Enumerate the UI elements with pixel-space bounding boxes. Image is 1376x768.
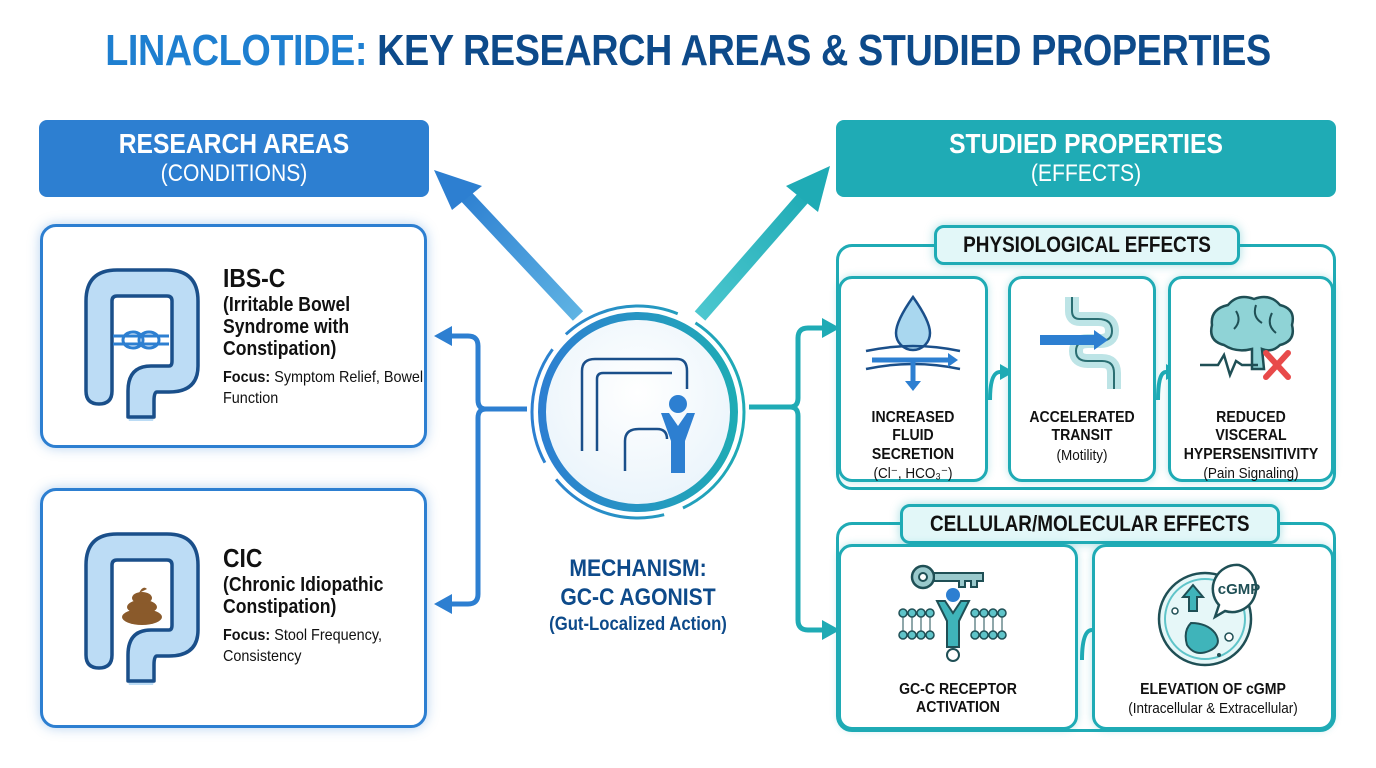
condition-title: CIC (223, 543, 263, 573)
effect-title: ELEVATION OF cGMP (1140, 681, 1286, 698)
cell-cgmp-icon: cGMP (1157, 563, 1261, 667)
effect-title: HYPERSENSITIVITY (1183, 445, 1319, 463)
arrow-to-studied-properties (694, 166, 830, 321)
focus-text: Stool Frequency, Consistency (223, 627, 383, 665)
studied-properties-title: STUDIED PROPERTIES (949, 128, 1223, 159)
effect-title: TRANSIT (1051, 427, 1113, 445)
stool-icon (122, 587, 162, 625)
effect-card-cgmp-elevation: cGMP ELEVATION OF cGMP (Intracellular & … (1092, 544, 1334, 730)
cgmp-bubble: cGMP (1211, 563, 1261, 620)
research-areas-title: RESEARCH AREAS (118, 128, 350, 159)
condition-subtitle: (Irritable Bowel Syndrome with Constipat… (223, 294, 351, 360)
condition-card-cic: CIC (Chronic Idiopathic Constipation) Fo… (40, 488, 427, 728)
title-rest: KEY RESEARCH AREAS & STUDIED PROPERTIES (377, 26, 1271, 75)
group-label-text: CELLULAR/MOLECULAR EFFECTS (930, 511, 1250, 536)
condition-subtitle: (Chronic Idiopathic Constipation) (223, 574, 384, 618)
arrow-to-research-areas (434, 170, 584, 321)
physiological-effects-label: PHYSIOLOGICAL EFFECTS (934, 225, 1240, 265)
receptor-figure-icon (661, 395, 695, 473)
brain-x-icon (1200, 295, 1294, 380)
effect-card-receptor-activation: GC-C RECEPTOR ACTIVATION (838, 544, 1078, 730)
cellular-effects-label: CELLULAR/MOLECULAR EFFECTS (900, 504, 1280, 544)
condition-title: IBS-C (223, 263, 286, 293)
effect-card-accelerated-transit: ACCELERATED TRANSIT (Motility) (1008, 276, 1156, 482)
condition-focus: Focus: Symptom Relief, Bowel Function (223, 368, 426, 410)
key-receptor-icon (898, 564, 1007, 662)
effect-subtitle: (Intracellular & Extracellular) (1128, 700, 1298, 718)
focus-label: Focus: (223, 369, 271, 386)
page-title: LINACLOTIDE: KEY RESEARCH AREAS & STUDIE… (96, 26, 1279, 76)
effect-title: GC-C RECEPTOR (899, 681, 1017, 698)
water-drop-icon (865, 294, 961, 391)
effect-title: INCREASED FLUID (871, 409, 955, 445)
colon-knot-icon (84, 268, 200, 421)
effect-card-visceral-hypersensitivity: REDUCED VISCERAL HYPERSENSITIVITY (Pain … (1168, 276, 1334, 482)
focus-text: Symptom Relief, Bowel Function (223, 369, 424, 407)
effect-subtitle: (Motility) (1056, 446, 1108, 464)
effect-title: SECRETION (871, 445, 955, 463)
mechanism-label: MECHANISM: GC-C AGONIST (Gut-Localized A… (500, 555, 776, 637)
arrow-to-ibs-c (434, 326, 452, 346)
research-areas-subtitle: (CONDITIONS) (160, 160, 308, 188)
studied-properties-subtitle: (EFFECTS) (1030, 160, 1142, 188)
colon-receptor-icon (580, 357, 689, 471)
effect-title: ACTIVATION (916, 699, 1000, 717)
group-label-text: PHYSIOLOGICAL EFFECTS (963, 232, 1211, 257)
arrow-to-cic (434, 594, 452, 614)
research-areas-header: RESEARCH AREAS (CONDITIONS) (39, 120, 429, 197)
red-x-icon (1263, 350, 1291, 380)
mechanism-line2: GC-C AGONIST (560, 583, 716, 611)
mechanism-line1: MECHANISM: (569, 555, 707, 582)
intestine-arrow-icon (1040, 297, 1121, 389)
condition-focus: Focus: Stool Frequency, Consistency (223, 626, 426, 668)
effect-subtitle: (Cl⁻, HCO₃⁻) (873, 465, 953, 483)
effect-title: REDUCED VISCERAL (1215, 409, 1287, 445)
title-accent: LINACLOTIDE: (105, 26, 368, 75)
cgmp-bubble-text: cGMP (1218, 581, 1261, 598)
mechanism-circle (530, 304, 746, 520)
mechanism-line3: (Gut-Localized Action) (549, 613, 727, 635)
condition-card-ibs-c: IBS-C (Irritable Bowel Syndrome with Con… (40, 224, 427, 448)
key-icon (910, 564, 984, 590)
effect-card-fluid-secretion: INCREASED FLUID SECRETION (Cl⁻, HCO₃⁻) (838, 276, 988, 482)
focus-label: Focus: (223, 627, 271, 644)
studied-properties-header: STUDIED PROPERTIES (EFFECTS) (836, 120, 1336, 197)
effect-subtitle: (Pain Signaling) (1203, 465, 1299, 483)
effect-title: ACCELERATED (1029, 409, 1135, 426)
colon-stool-icon (84, 532, 200, 685)
